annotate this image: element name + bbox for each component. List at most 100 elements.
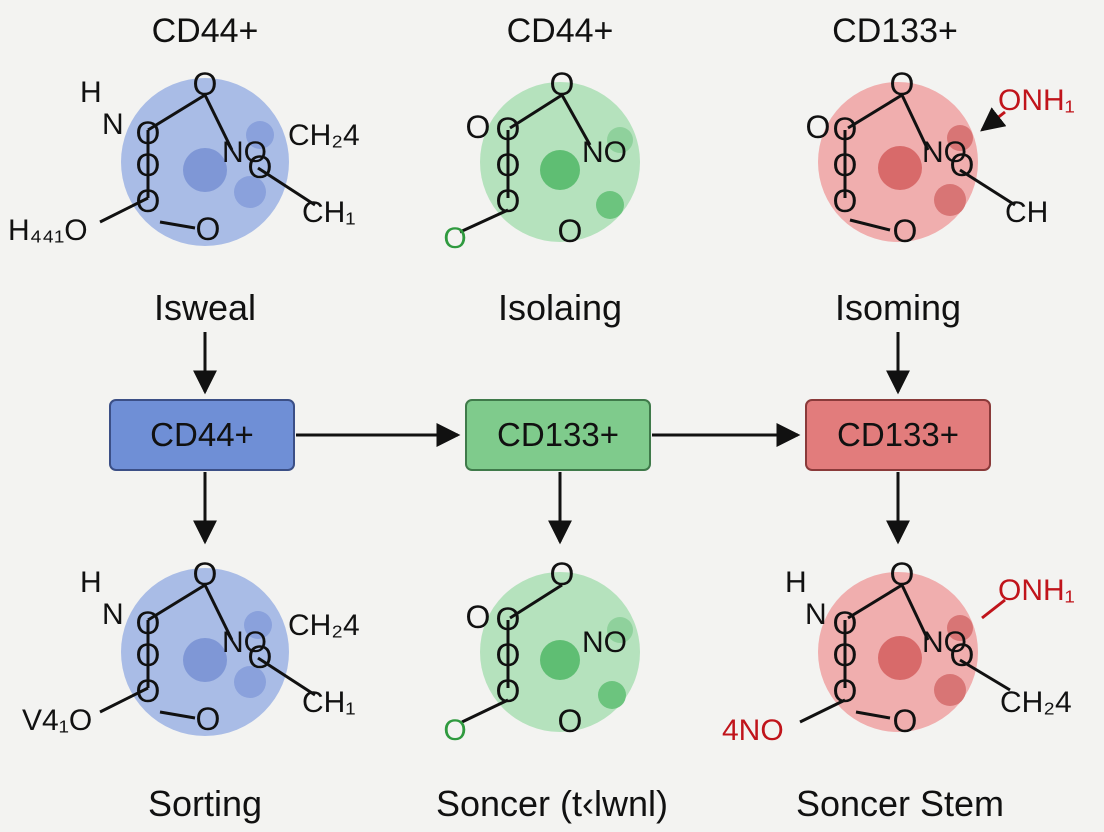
svg-text:O: O <box>196 701 221 737</box>
svg-text:O: O <box>496 673 521 709</box>
substituent-left: V4₁O <box>22 704 92 737</box>
svg-text:O: O <box>833 147 858 183</box>
onh-label: ONH₁ <box>998 574 1075 607</box>
svg-text:O: O <box>890 66 915 102</box>
cell-vesicle <box>246 121 274 149</box>
hydrogen-label: H <box>785 566 807 599</box>
cell-vesicle <box>244 611 272 639</box>
ring-no-label: NO <box>582 626 627 659</box>
svg-text:O: O <box>136 605 161 641</box>
svg-text:O: O <box>950 637 975 673</box>
cell-vesicle <box>598 681 626 709</box>
svg-text:O: O <box>833 111 858 147</box>
svg-text:O: O <box>193 556 218 592</box>
molecule-bottom-red: O O O O O O H N ONH₁ NO CH₂4 4NO <box>722 556 1075 747</box>
svg-text:O: O <box>496 183 521 219</box>
red-bond <box>981 598 1006 620</box>
substituent-ch24: CH₂4 <box>1000 686 1072 719</box>
cell-vesicle <box>234 176 266 208</box>
box-label: CD133+ <box>837 416 959 453</box>
svg-text:O: O <box>496 637 521 673</box>
nitrogen-label: N <box>102 108 124 141</box>
svg-text:O: O <box>833 605 858 641</box>
ring-no-label: NO <box>582 136 627 169</box>
svg-text:O: O <box>558 703 583 739</box>
svg-text:O: O <box>193 66 218 102</box>
svg-text:O: O <box>466 599 491 635</box>
svg-text:O: O <box>833 637 858 673</box>
box-cd133-red: CD133+ <box>805 399 991 471</box>
caption-soncer-stem: Soncer Stem <box>796 783 1004 824</box>
ring-no-label: NO <box>922 136 967 169</box>
molecule-bottom-green: O O O O O O O NO <box>443 556 640 747</box>
cell-nucleus <box>183 638 227 682</box>
box-cd133-green: CD133+ <box>465 399 651 471</box>
caption-isoming: Isoming <box>835 287 961 328</box>
cell-vesicle <box>934 184 966 216</box>
cell-vesicle <box>934 674 966 706</box>
svg-text:O: O <box>248 149 273 185</box>
substituent-ch24: CH₂4 <box>288 609 360 642</box>
cell-vesicle <box>596 191 624 219</box>
cell-vesicle <box>234 666 266 698</box>
onh-label: ONH₁ <box>998 84 1075 117</box>
ring-no-label: NO <box>222 626 267 659</box>
cell-nucleus <box>878 636 922 680</box>
molecule-top-blue: O O O O O O H N NO CH₂4 CH₁ H₄₄₁O <box>8 66 360 247</box>
cell-nucleus <box>540 640 580 680</box>
box-label: CD44+ <box>150 416 254 453</box>
molecule-top-red: O O O O O O O ONH₁ NO CH <box>806 66 1075 249</box>
box-cd44: CD44+ <box>109 399 295 471</box>
svg-text:O: O <box>136 147 161 183</box>
svg-text:O: O <box>136 637 161 673</box>
hydrogen-label: H <box>80 76 102 109</box>
substituent-ch: CH <box>1005 196 1048 229</box>
svg-text:O: O <box>893 213 918 249</box>
ring-no-label: NO <box>922 626 967 659</box>
nitrogen-label: N <box>805 598 827 631</box>
cell-nucleus <box>540 150 580 190</box>
svg-text:O: O <box>136 115 161 151</box>
caption-isweal: Isweal <box>154 287 256 328</box>
svg-text:O: O <box>833 183 858 219</box>
substituent-ch24: CH₂4 <box>288 119 360 152</box>
caption-sorting: Sorting <box>148 783 262 824</box>
caption-isolaing: Isolaing <box>498 287 622 328</box>
cell-vesicle <box>947 615 973 641</box>
svg-text:O: O <box>443 714 466 747</box>
column-header-cd44-2: CD44+ <box>507 12 614 50</box>
svg-text:O: O <box>550 66 575 102</box>
substituent-left: 4NO <box>722 714 784 747</box>
svg-text:O: O <box>496 111 521 147</box>
svg-text:O: O <box>833 673 858 709</box>
ring-no-label: NO <box>222 136 267 169</box>
svg-text:O: O <box>136 183 161 219</box>
cell-vesicle <box>947 125 973 151</box>
svg-text:O: O <box>950 147 975 183</box>
nitrogen-label: N <box>102 598 124 631</box>
svg-text:O: O <box>890 556 915 592</box>
substituent-ch1: CH₁ <box>302 686 355 719</box>
svg-text:O: O <box>196 211 221 247</box>
svg-text:O: O <box>466 109 491 145</box>
column-header-cd44-1: CD44+ <box>152 12 259 50</box>
hydrogen-label: H <box>80 566 102 599</box>
svg-text:O: O <box>550 556 575 592</box>
svg-text:O: O <box>136 673 161 709</box>
substituent-ch1: CH₁ <box>302 196 355 229</box>
svg-text:O: O <box>496 601 521 637</box>
svg-text:O: O <box>496 147 521 183</box>
svg-text:O: O <box>443 222 466 255</box>
cell-vesicle <box>607 617 633 643</box>
box-label: CD133+ <box>497 416 619 453</box>
caption-soncer: Soncer (t‹lwnl) <box>436 783 668 824</box>
molecule-top-green: O O O O O O O NO <box>443 66 640 255</box>
substituent-left: H₄₄₁O <box>8 214 88 247</box>
cell-nucleus <box>183 148 227 192</box>
svg-text:O: O <box>248 639 273 675</box>
svg-text:O: O <box>893 703 918 739</box>
svg-text:O: O <box>806 109 831 145</box>
column-header-cd133: CD133+ <box>832 12 958 50</box>
cell-vesicle <box>607 127 633 153</box>
